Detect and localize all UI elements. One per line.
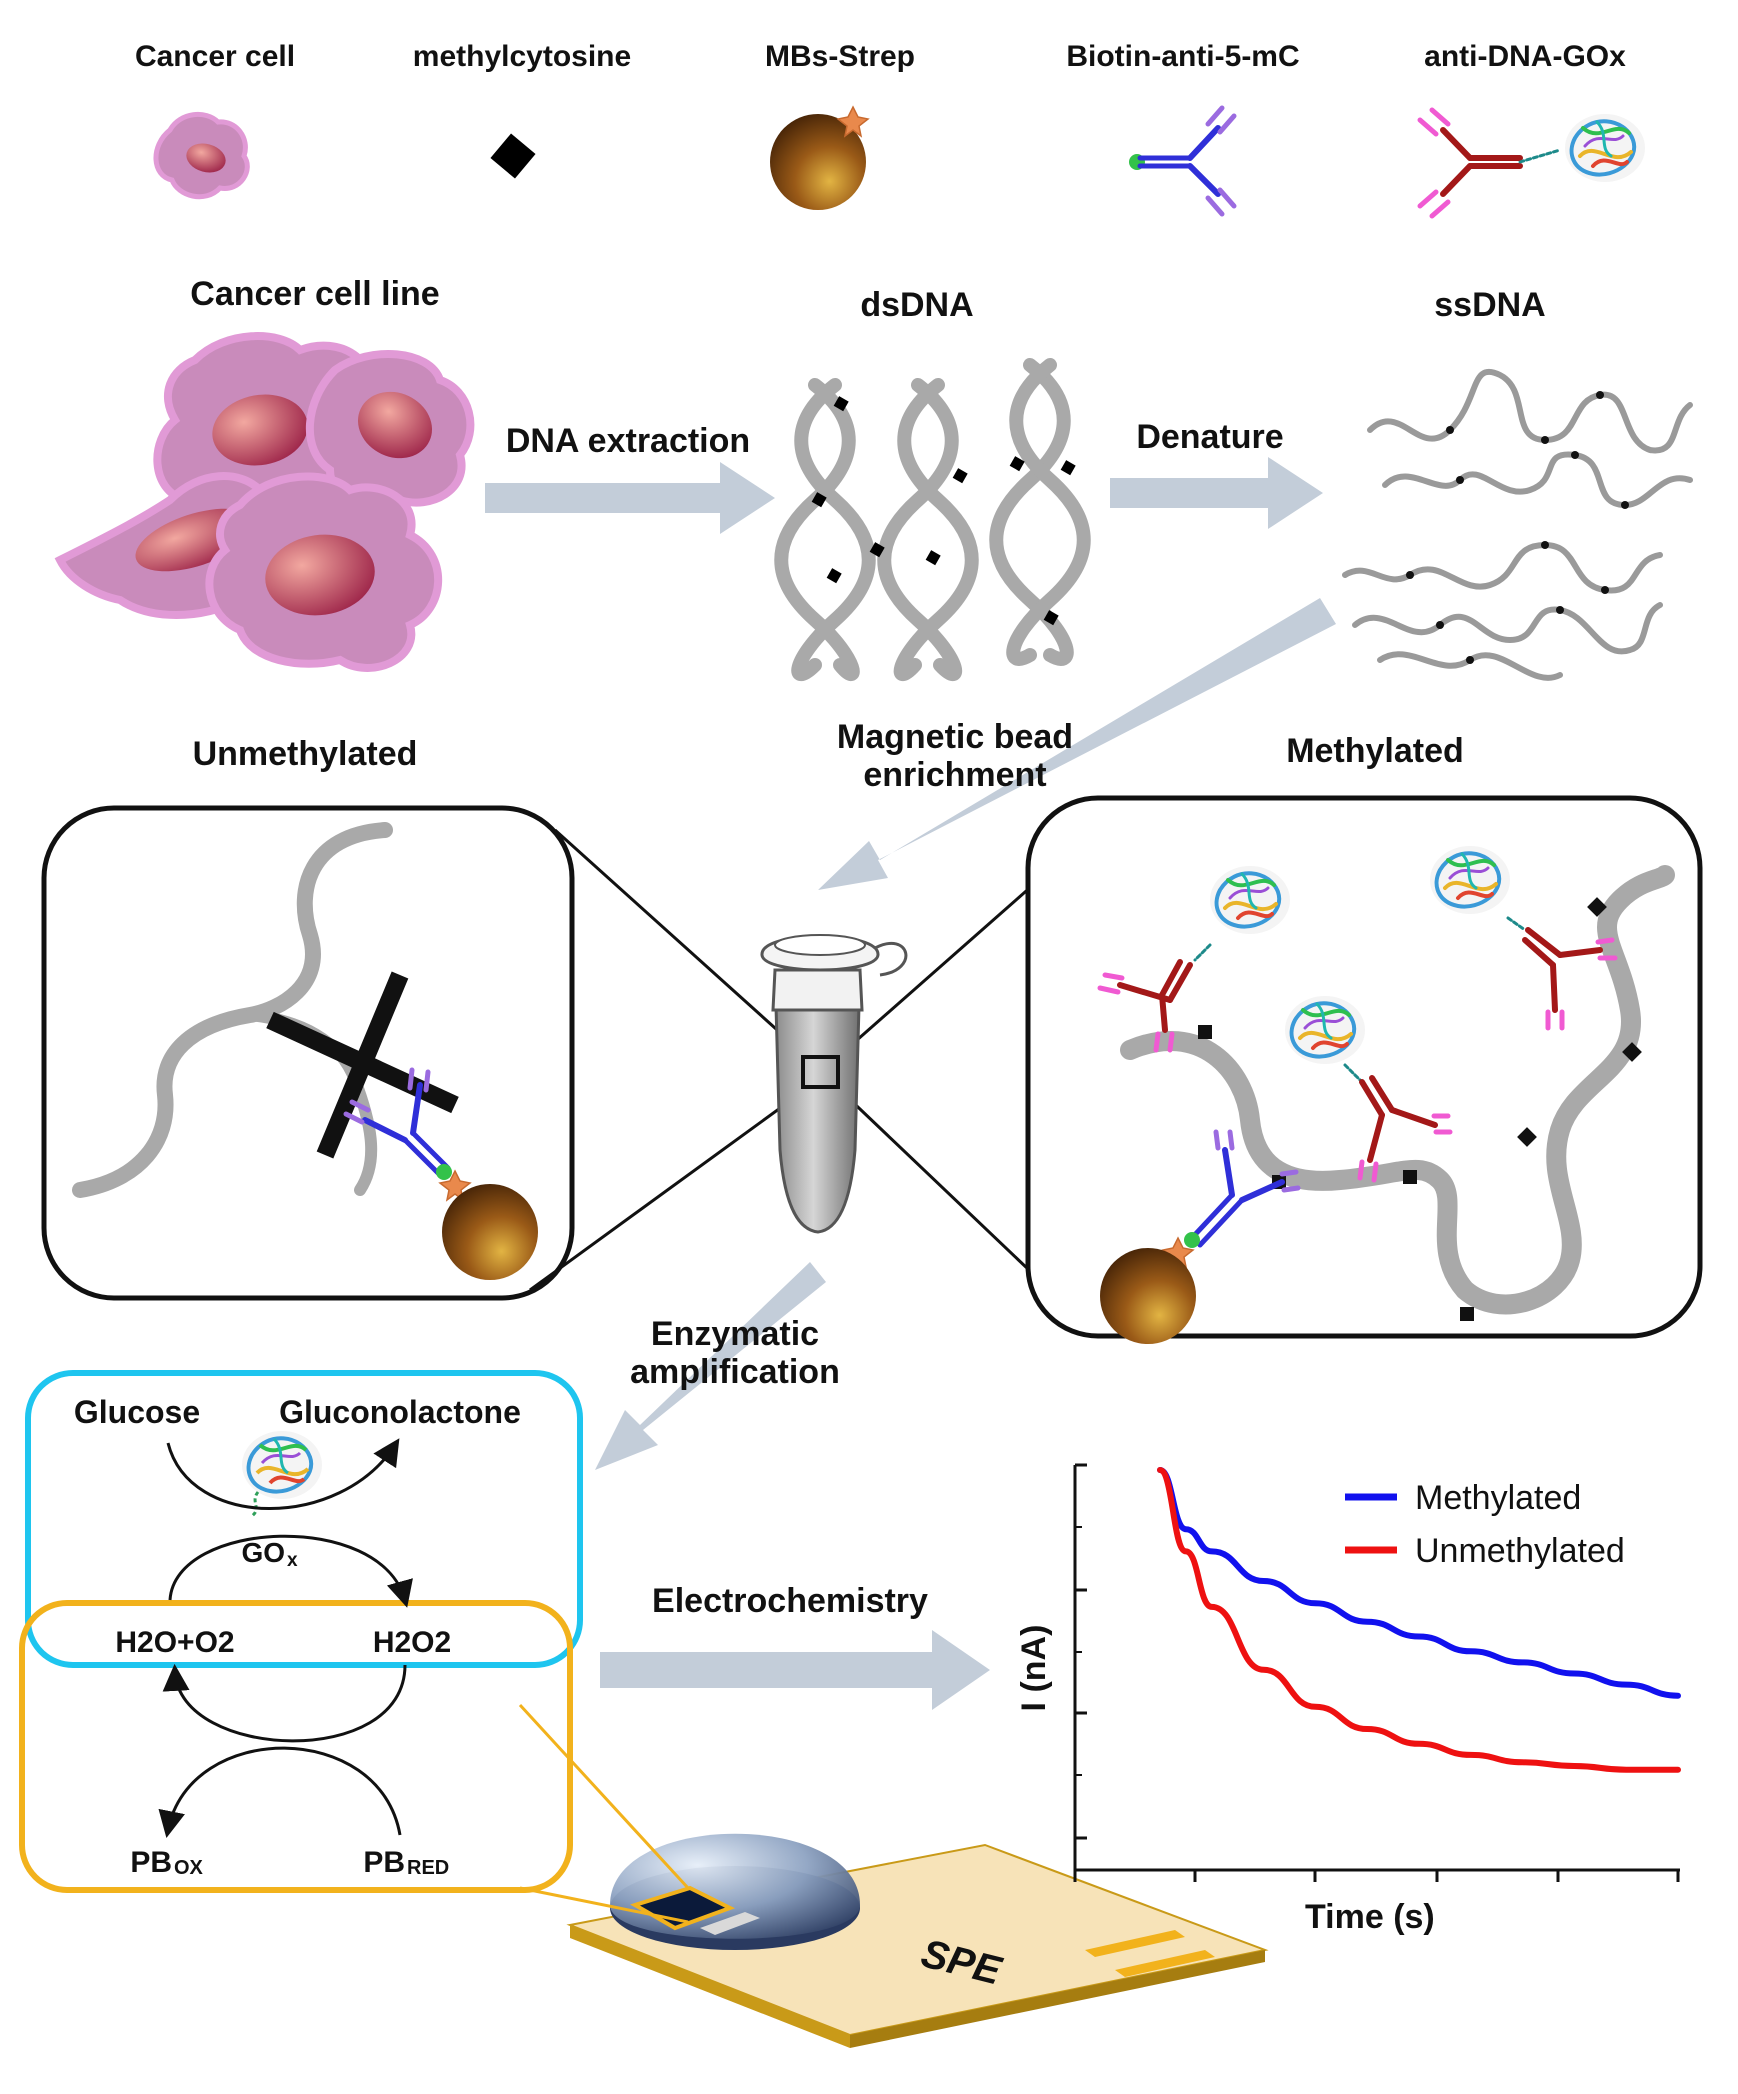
cancer-cell-icon (153, 112, 250, 200)
biotin-antibody-icon (1129, 105, 1237, 217)
cell-line-label: Cancer cell line (190, 275, 439, 313)
enrichment-label-line2: enrichment (863, 756, 1046, 794)
legend-cancer-cell-label: Cancer cell (135, 40, 295, 73)
mbs-strep-icon (770, 106, 869, 210)
ssdna-strands (1342, 368, 1693, 681)
zoom-lines (529, 828, 1052, 1292)
legend-mbs-strep-label: MBs-Strep (765, 40, 915, 73)
gox-cycle-box (25, 1370, 583, 1668)
y-axis-label: I (nA) (1015, 1625, 1053, 1712)
h2o2-label: H2O2 (373, 1626, 451, 1659)
bound-gox-antibody-2 (1428, 844, 1618, 1031)
enrichment-label-line1: Magnetic bead (837, 718, 1073, 756)
legend-label-methylated: Methylated (1415, 1479, 1581, 1517)
series-line-unmethylated (1157, 1467, 1681, 1773)
denature-arrow (1110, 457, 1323, 529)
extraction-label: DNA extraction (506, 422, 750, 460)
h2o2-reduction-arrow (162, 1663, 407, 1743)
bound-gox-antibody-3 (1283, 994, 1453, 1183)
unmethylated-panel (41, 805, 575, 1301)
chart-series (1157, 1467, 1681, 1773)
oxygen-reduction-arrow (168, 1534, 413, 1608)
spe-electrode-icon: SPE (566, 1833, 1269, 2048)
pb-regeneration-arrow (158, 1746, 402, 1838)
chart-axes (1073, 1465, 1680, 1872)
legend-row: Cancer cell methylcytosine MBs-Strep Bio… (135, 40, 1647, 219)
series-line-methylated (1157, 1467, 1681, 1699)
legend-anti-dna-gox-label: anti-DNA-GOx (1424, 40, 1626, 73)
methylcytosine-icon (490, 133, 536, 179)
gox-label: GO (241, 1537, 285, 1568)
denature-label: Denature (1136, 418, 1283, 456)
ssdna-label: ssDNA (1434, 286, 1545, 324)
pbox-label: PB (130, 1846, 172, 1879)
electrochemistry-arrow (600, 1630, 990, 1710)
glucose-label: Glucose (74, 1394, 200, 1430)
methylated-title: Methylated (1286, 732, 1464, 770)
gluconolactone-label: Gluconolactone (279, 1394, 521, 1430)
legend-label-unmethylated: Unmethylated (1415, 1532, 1625, 1570)
h2o-o2-label: H2O+O2 (115, 1626, 234, 1659)
workflow-row: Cancer cell line dsDNA ssDNA DNA extract… (54, 275, 1693, 890)
glucose-oxidation-arrow (166, 1438, 400, 1510)
amplification-label-line1: Enzymatic (651, 1315, 819, 1353)
gox-subscript: x (287, 1550, 298, 1571)
bound-gox-antibody-1 (1097, 864, 1292, 1053)
pb-cycle-box (19, 1600, 573, 1893)
enrichment-arrow (818, 598, 1336, 890)
dsdna-helices (774, 358, 1091, 682)
x-axis-label: Time (s) (1305, 1898, 1435, 1936)
unbound-biotin-antibody (343, 1067, 452, 1180)
anti-dna-gox-icon (1417, 107, 1647, 219)
dsdna-label: dsDNA (860, 286, 973, 324)
unmethylated-title: Unmethylated (193, 735, 418, 773)
pbox-subscript: OX (174, 1857, 204, 1879)
legend-biotin-antibody-label: Biotin-anti-5-mC (1066, 40, 1299, 73)
cancer-cell-cluster (54, 332, 475, 672)
electrochemistry-label: Electrochemistry (652, 1582, 928, 1620)
axis-ticks (1073, 1463, 1680, 1882)
reaction-scheme: Glucose Gluconolactone GO x H2O+O2 H2O2 … (19, 1370, 583, 1893)
legend-methylcytosine-label: methylcytosine (413, 40, 631, 73)
amplification-arrow (595, 1262, 826, 1470)
pbred-subscript: RED (407, 1857, 449, 1879)
amplification-label-line2: amplification (630, 1353, 840, 1391)
methylated-panel (1025, 795, 1703, 1344)
spe-zoom-lines (518, 1703, 690, 1924)
pbred-label: PB (363, 1846, 405, 1879)
bound-biotin-antibody (1184, 1129, 1301, 1248)
extraction-arrow (485, 462, 775, 534)
microcentrifuge-tube-icon (760, 934, 908, 1234)
